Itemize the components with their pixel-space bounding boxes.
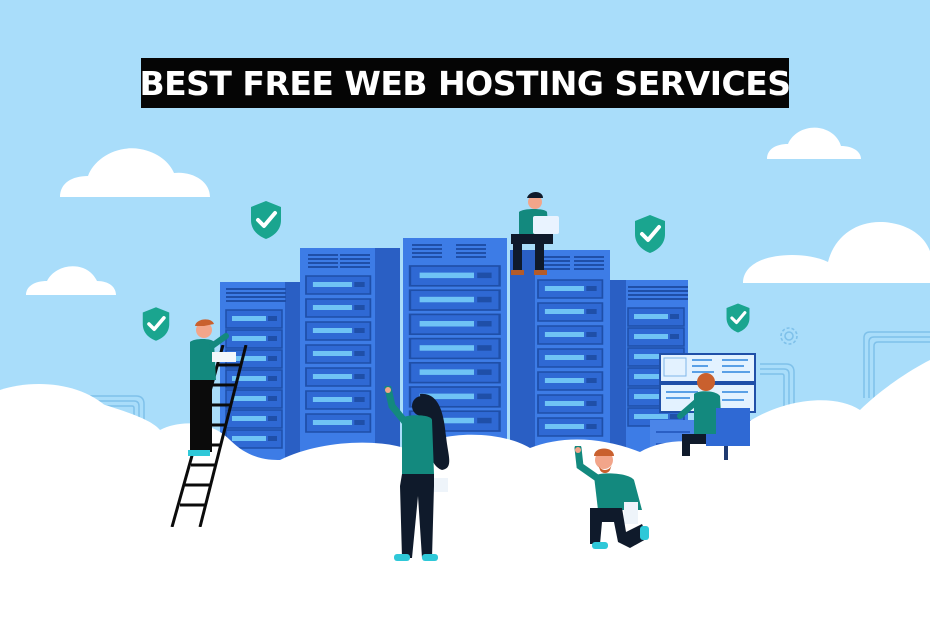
title-banner: BEST FREE WEB HOSTING SERVICES — [139, 58, 791, 108]
shield-check-icon — [142, 307, 170, 341]
cloud-shape — [60, 148, 210, 197]
person-pointing — [384, 386, 450, 561]
server-racks — [220, 238, 688, 472]
shield-check-icon — [635, 215, 665, 253]
person-at-desk — [677, 373, 750, 460]
circuit-lines-decoration — [863, 331, 930, 398]
cloud-shape — [0, 384, 130, 440]
circuit-lines-decoration — [760, 363, 795, 420]
cloud-shape — [26, 266, 116, 295]
cloud-shape — [743, 222, 930, 283]
gear-icon — [780, 327, 798, 345]
cloud-shape — [767, 127, 861, 159]
shield-check-icon — [726, 303, 750, 333]
circuit-lines-decoration — [90, 395, 145, 432]
ground-cloud — [0, 360, 930, 620]
person-sitting-with-laptop — [511, 192, 559, 275]
page-title: BEST FREE WEB HOSTING SERVICES — [139, 63, 791, 103]
shield-check-icon — [251, 201, 281, 239]
person-on-ladder — [188, 319, 236, 456]
person-kneeling — [574, 446, 649, 549]
